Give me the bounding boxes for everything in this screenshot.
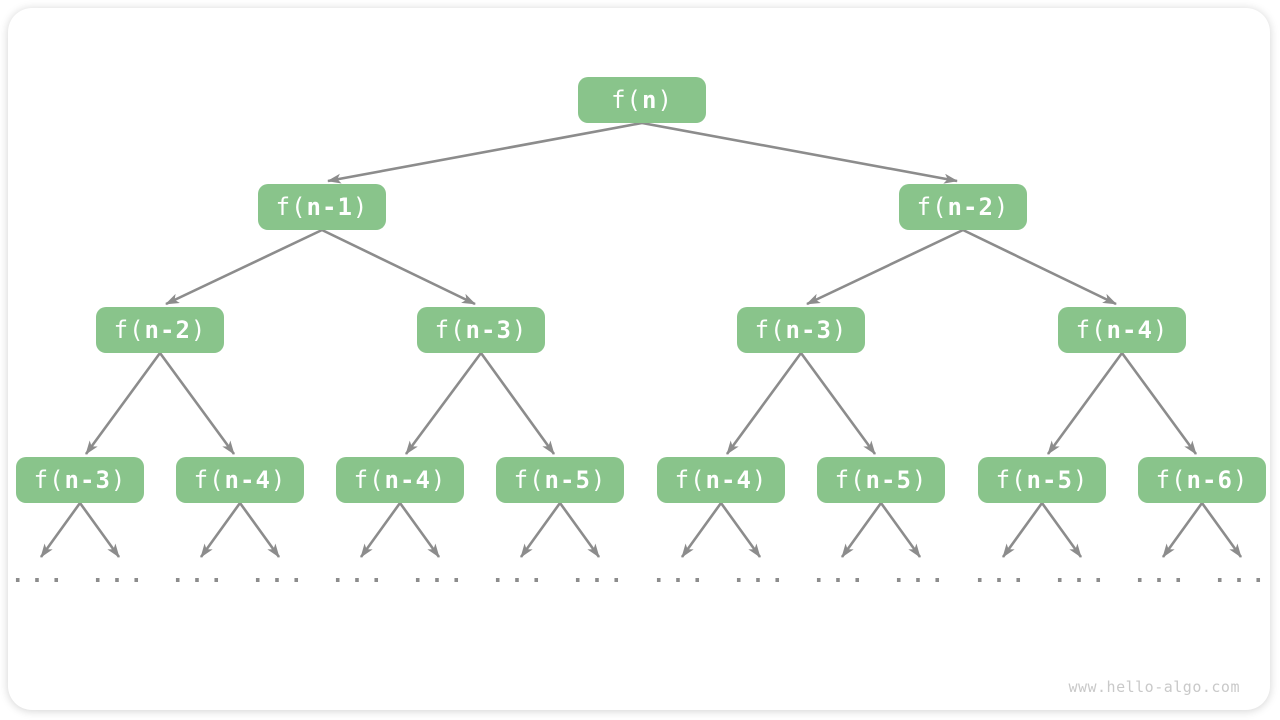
node-label-pre: f(: [1075, 316, 1107, 344]
node-label-pre: f(: [434, 316, 466, 344]
node-label-arg: n-2: [144, 316, 191, 344]
ellipsis: ...: [973, 563, 1031, 588]
tree-node-b1: f(n-1): [258, 184, 386, 230]
tree-node-d4: f(n-5): [496, 457, 624, 503]
ellipsis: ...: [732, 563, 790, 588]
node-label-arg: n-4: [384, 466, 431, 494]
node-label-post: ): [511, 316, 528, 344]
tree-node-d8: f(n-6): [1138, 457, 1266, 503]
node-label-pre: f(: [916, 193, 948, 221]
ellipsis: ...: [251, 563, 309, 588]
node-label-pre: f(: [995, 466, 1027, 494]
node-label-arg: n-1: [306, 193, 353, 221]
ellipsis: ...: [411, 563, 469, 588]
node-label-pre: f(: [353, 466, 385, 494]
ellipsis: ...: [171, 563, 229, 588]
node-label-post: ): [110, 466, 127, 494]
node-label-post: ): [590, 466, 607, 494]
node-label-post: ): [430, 466, 447, 494]
node-label-post: ): [751, 466, 768, 494]
node-label-arg: n-4: [705, 466, 752, 494]
tree-node-d1: f(n-3): [16, 457, 144, 503]
node-label-arg: n-4: [224, 466, 271, 494]
tree-node-d6: f(n-5): [817, 457, 945, 503]
ellipsis: ...: [571, 563, 629, 588]
node-label-arg: n-5: [865, 466, 912, 494]
node-label-post: ): [657, 86, 673, 114]
node-label-post: ): [352, 193, 369, 221]
node-label-post: ): [831, 316, 848, 344]
ellipsis: ...: [1053, 563, 1111, 588]
tree-node-c2: f(n-3): [417, 307, 545, 353]
ellipsis: ...: [331, 563, 389, 588]
node-label-arg: n-3: [64, 466, 111, 494]
node-label-pre: f(: [1155, 466, 1187, 494]
tree-node-d3: f(n-4): [336, 457, 464, 503]
node-label-post: ): [993, 193, 1010, 221]
node-label-pre: f(: [33, 466, 65, 494]
node-label-pre: f(: [193, 466, 225, 494]
tree-node-d5: f(n-4): [657, 457, 785, 503]
node-label-arg: n-2: [947, 193, 994, 221]
node-label-pre: f(: [674, 466, 706, 494]
node-label-arg: n-5: [544, 466, 591, 494]
tree-node-d7: f(n-5): [978, 457, 1106, 503]
node-label-post: ): [911, 466, 928, 494]
node-label-post: ): [1072, 466, 1089, 494]
ellipsis: ...: [652, 563, 710, 588]
ellipsis: ...: [1133, 563, 1191, 588]
node-label-pre: f(: [275, 193, 307, 221]
node-label-pre: f(: [513, 466, 545, 494]
node-label-pre: f(: [754, 316, 786, 344]
node-label-pre: f(: [113, 316, 145, 344]
node-label-post: ): [1152, 316, 1169, 344]
node-label-arg: n-3: [465, 316, 512, 344]
ellipsis: ...: [812, 563, 870, 588]
ellipsis: ...: [91, 563, 149, 588]
node-label-post: ): [190, 316, 207, 344]
node-label-post: ): [1232, 466, 1249, 494]
node-label-post: ): [270, 466, 287, 494]
node-label-arg: n-4: [1106, 316, 1153, 344]
node-label-arg: n-3: [785, 316, 832, 344]
ellipsis: ...: [892, 563, 950, 588]
node-label-pre: f(: [834, 466, 866, 494]
tree-node-d2: f(n-4): [176, 457, 304, 503]
node-label-pre: f(: [611, 86, 642, 114]
node-label-arg: n: [642, 86, 658, 114]
tree-node-c4: f(n-4): [1058, 307, 1186, 353]
node-label-arg: n-5: [1026, 466, 1073, 494]
ellipsis: ...: [1213, 563, 1271, 588]
tree-node-c3: f(n-3): [737, 307, 865, 353]
ellipsis: ...: [491, 563, 549, 588]
tree-node-c1: f(n-2): [96, 307, 224, 353]
ellipsis: ...: [11, 563, 69, 588]
node-label-arg: n-6: [1186, 466, 1233, 494]
tree-node-b2: f(n-2): [899, 184, 1027, 230]
tree-node-a: f(n): [578, 77, 706, 123]
watermark: www.hello-algo.com: [1068, 678, 1240, 696]
